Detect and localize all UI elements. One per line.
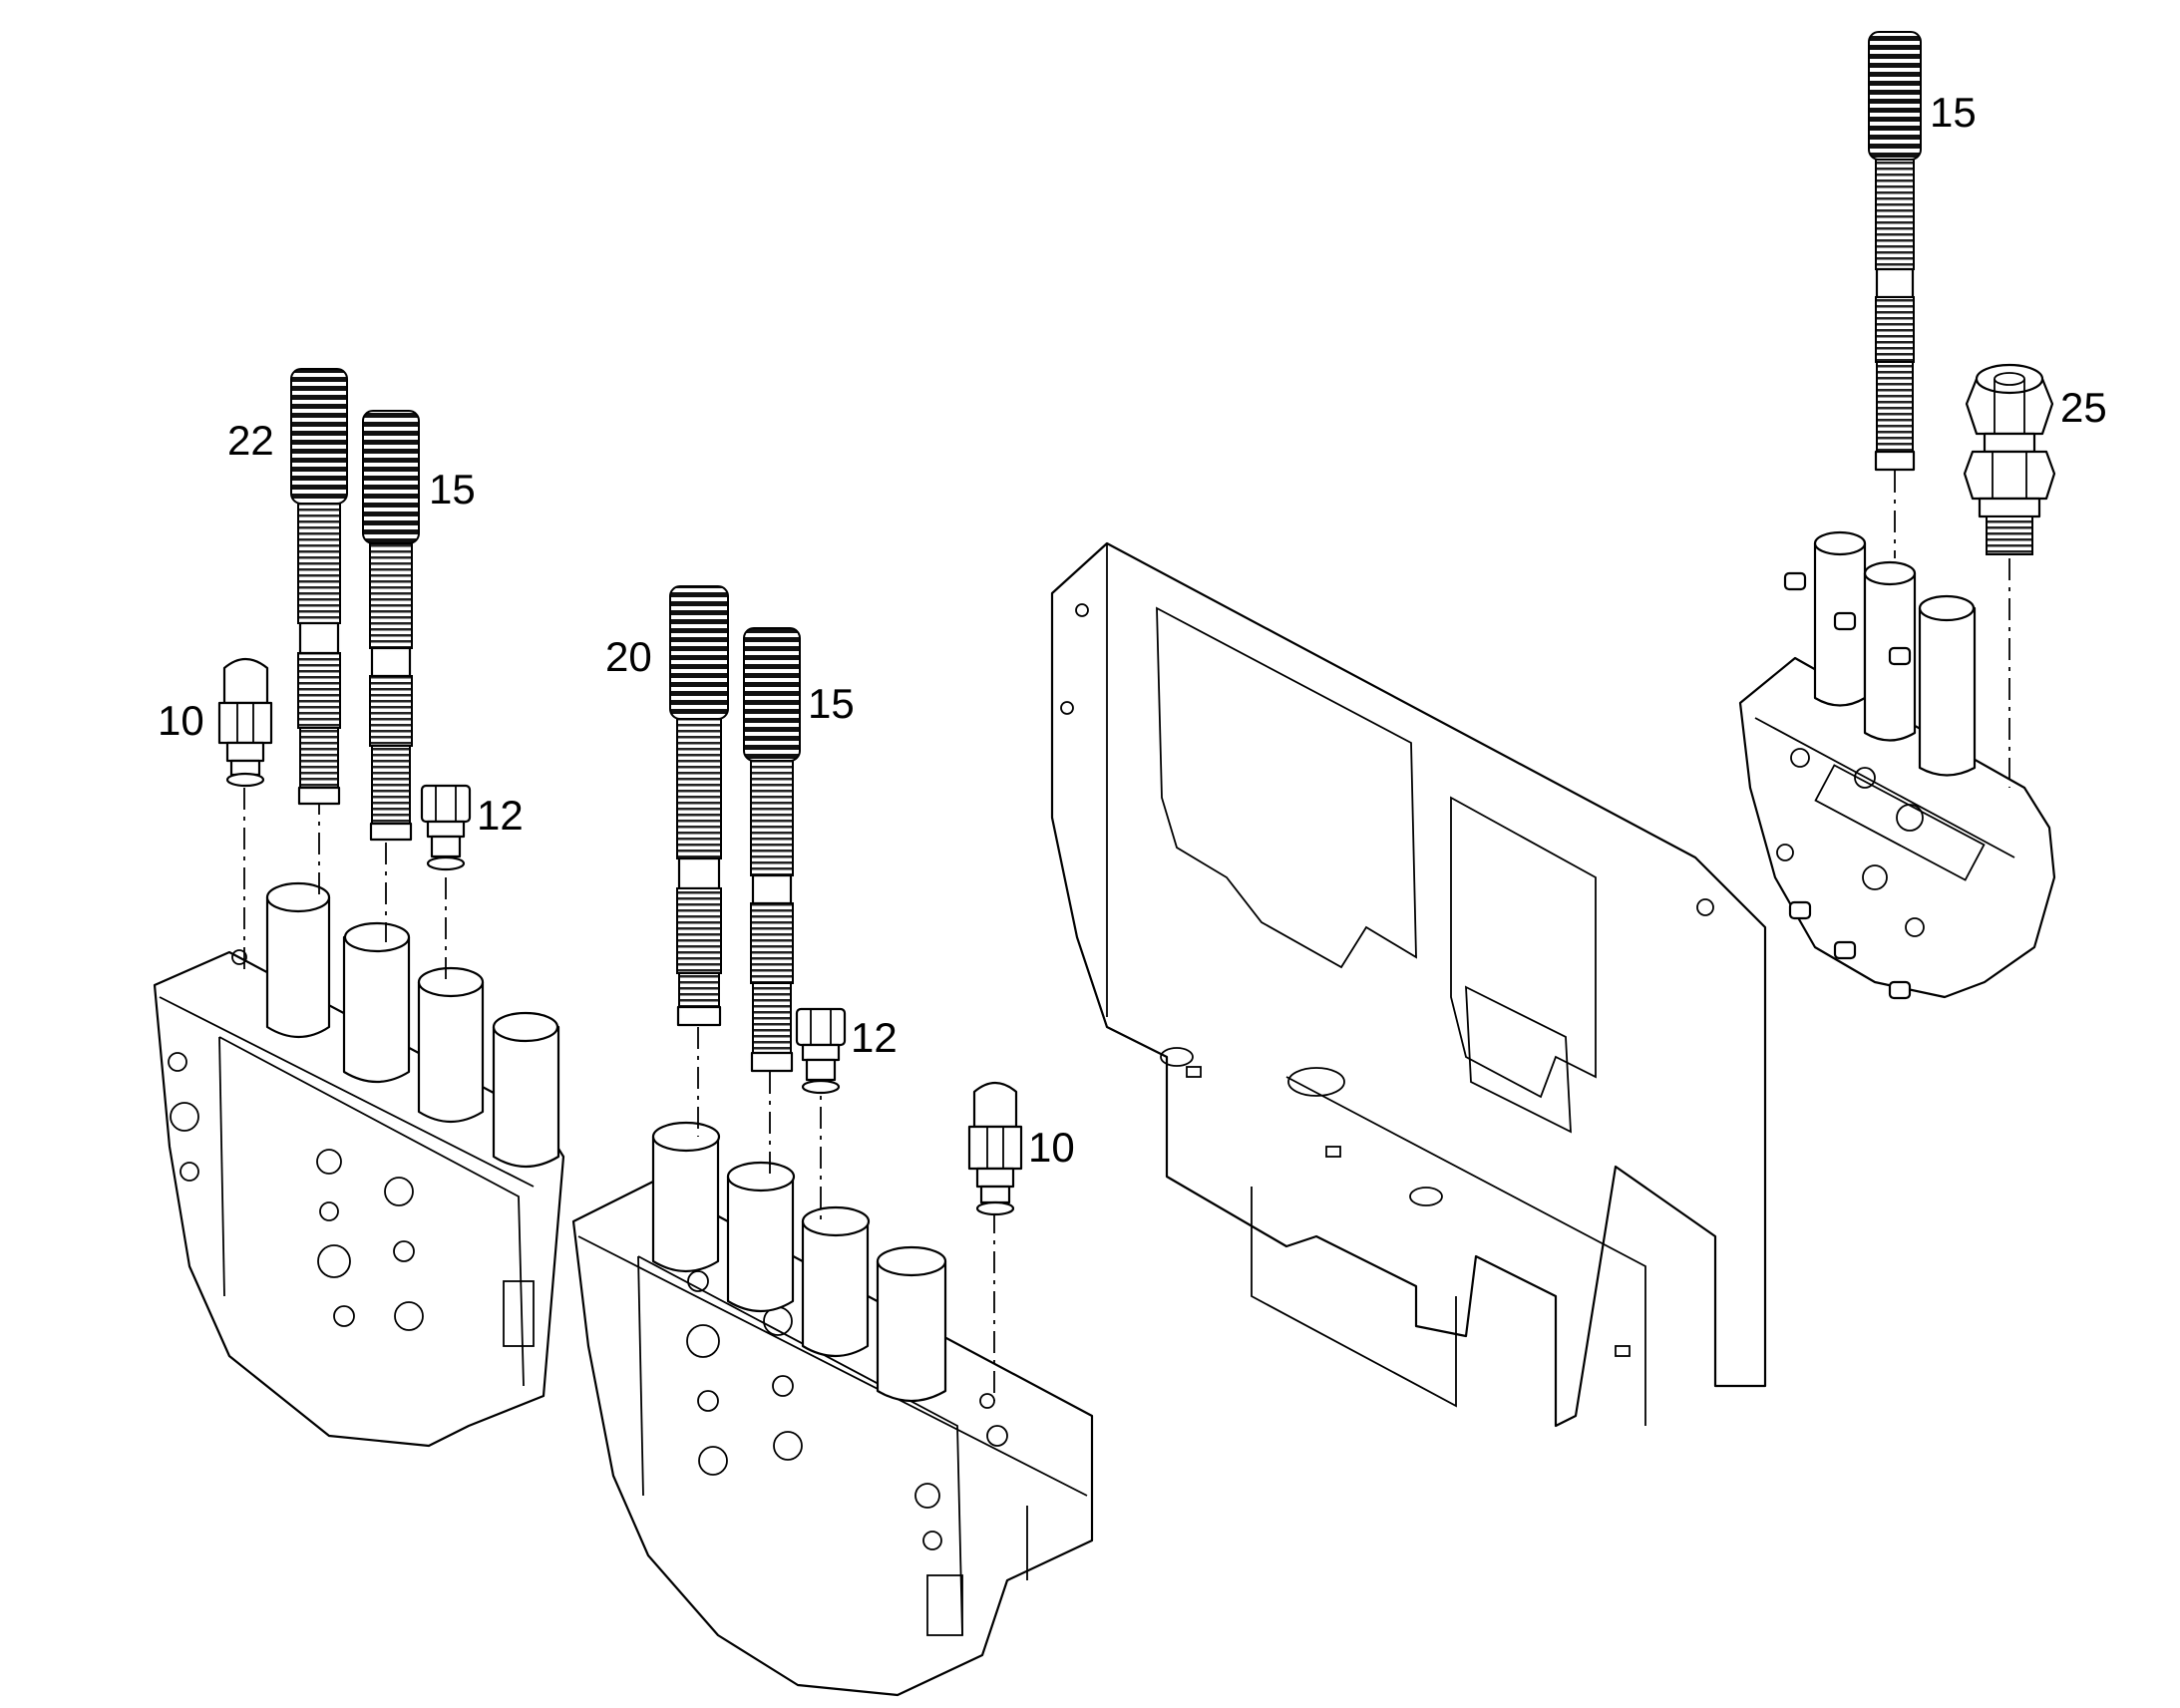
callout-20: 20	[605, 633, 652, 680]
callout-22: 22	[227, 417, 274, 464]
callout-15-right: 15	[1930, 89, 1977, 136]
callout-15-center: 15	[808, 680, 855, 727]
callout-12-center: 12	[851, 1014, 898, 1061]
callout-10-left: 10	[158, 697, 204, 744]
plug-fitting-10-center	[967, 1081, 1023, 1216]
solenoid-stem-15-center	[743, 627, 801, 1073]
solenoid-stem-15-left	[362, 410, 420, 842]
center-valve-block	[571, 1121, 1094, 1697]
solenoid-stem-15-right	[1868, 31, 1922, 472]
callout-15-left: 15	[429, 466, 476, 512]
leader-lines	[243, 471, 2010, 1401]
callout-12-left: 12	[477, 792, 524, 839]
right-valve-assembly	[1738, 530, 2056, 1000]
callout-10-center: 10	[1028, 1124, 1075, 1171]
callout-labels: 22 15 10 12 20 15 12 10 15 25	[158, 89, 2107, 1171]
mounting-frame	[1050, 541, 1767, 1428]
plug-fitting-10-left	[217, 657, 273, 788]
solenoid-stem-20	[669, 585, 729, 1027]
solenoid-stem-22	[290, 368, 348, 806]
plug-fitting-12-center	[795, 1007, 847, 1095]
callout-25: 25	[2060, 384, 2107, 431]
fitting-25-right	[1963, 363, 2056, 555]
left-valve-block	[153, 881, 565, 1448]
plug-fitting-12-left	[420, 784, 472, 871]
